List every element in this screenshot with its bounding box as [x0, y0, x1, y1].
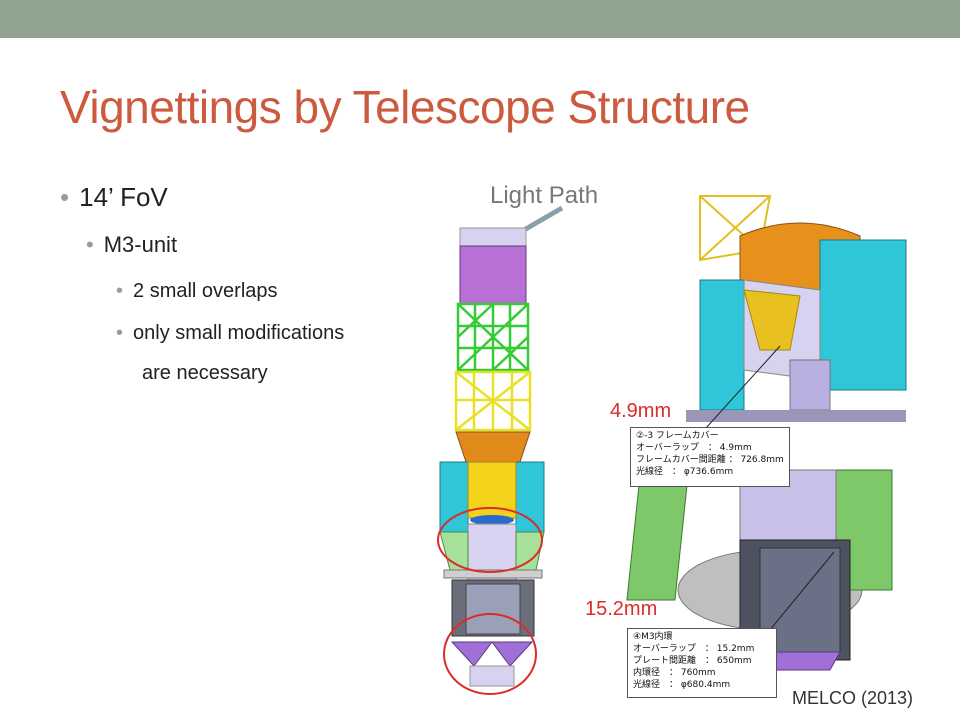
bullet-m3-unit-text: M3-unit [103, 232, 178, 257]
top-cap [459, 227, 527, 249]
overlap-label-4-9mm: 4.9mm [610, 400, 672, 422]
bullet-m3-unit: •M3-unit [86, 232, 178, 257]
green-truss [456, 302, 530, 372]
inner-cylinder [465, 583, 521, 635]
infobox1-line4: 光線径 ： φ736.6mm [636, 467, 734, 477]
overlap-label-15-2mm: 15.2mm [585, 598, 658, 620]
red-circle-upper [437, 507, 543, 573]
upper-detail-image [686, 195, 908, 422]
infobox2-line3: プレート間距離 ： 650mm [633, 656, 752, 666]
bullet-modifications: •only small modifications [116, 322, 345, 344]
orange-cone [455, 431, 531, 463]
infobox1-line1: ②-3 フレームカバー [636, 431, 719, 441]
light-path-pointer [522, 205, 564, 233]
purple-cone-right [491, 641, 534, 667]
red-circle-lower [443, 613, 537, 695]
infobox2-line4: 内環径 ： 760mm [633, 668, 716, 678]
bullet-necessary: are necessary [142, 362, 268, 385]
infobox1-line2: オーバーラップ ： 4.9mm [636, 443, 752, 453]
green-block-left [439, 531, 469, 571]
slide-title: Vignettings by Telescope Structure [60, 81, 750, 133]
cyan-block-left [439, 461, 469, 533]
bottom-cap [469, 665, 515, 687]
purple-tube [459, 245, 527, 305]
infobox-frame-cover: ②-3 フレームカバー オーバーラップ ： 4.9mm フレームカバー間距離 ：… [630, 427, 790, 487]
infobox-m3-inner-ring: ④M3内環 オーバーラップ ： 15.2mm プレート間距離 ： 650mm 内… [627, 628, 777, 698]
cyan-block-right [515, 461, 545, 533]
bullet-overlaps: •2 small overlaps [116, 280, 278, 302]
light-path-label: Light Path [490, 182, 599, 209]
bullet-necessary-text: are necessary [142, 362, 268, 384]
bullet-modifications-text: only small modifications [133, 322, 345, 344]
top-accent-bar [0, 0, 960, 38]
yellow-truss [454, 370, 532, 432]
infobox2-line1: ④M3内環 [633, 632, 673, 642]
image-credit: MELCO (2013) [792, 688, 914, 708]
purple-cone-left [450, 641, 493, 667]
bullet-fov: •14’ FoV [60, 182, 168, 212]
bullet-overlaps-text: 2 small overlaps [133, 280, 278, 302]
infobox2-line2: オーバーラップ ： 15.2mm [633, 644, 755, 654]
bullet-fov-text: 14’ FoV [79, 182, 168, 212]
infobox1-line3: フレームカバー間距離 ： 726.8mm [636, 455, 784, 465]
leader-line-lower [759, 551, 835, 643]
plate [443, 569, 543, 579]
infobox2-line5: 光線径 ： φ680.4mm [633, 680, 731, 690]
leader-line-upper [705, 345, 781, 429]
blue-ring [470, 515, 514, 525]
